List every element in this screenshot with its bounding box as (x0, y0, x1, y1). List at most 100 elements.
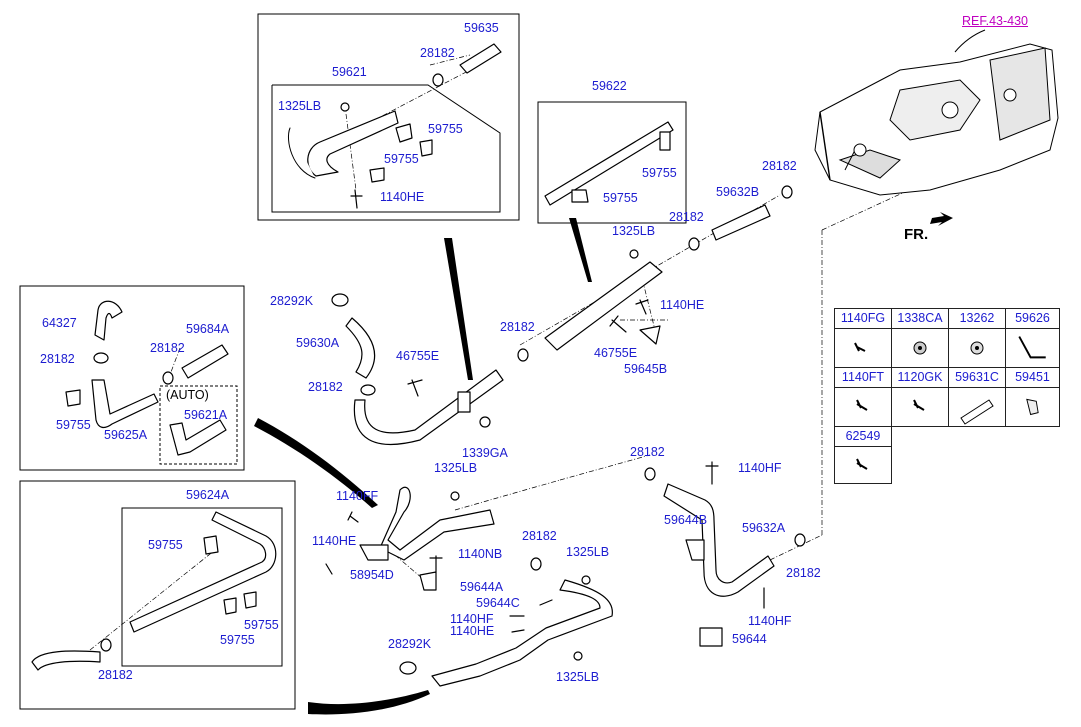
parts-cell[interactable]: 59631C (948, 367, 1006, 427)
label-1325lb[interactable]: 1325LB (278, 99, 322, 113)
clamp-28182-j (794, 533, 806, 547)
clip-59755-i (243, 591, 257, 609)
parts-cell-label: 62549 (835, 427, 891, 447)
clamp-28182-a (432, 73, 444, 87)
hose-segment-icon (960, 399, 994, 425)
label-1140hf[interactable]: 1140HF (738, 461, 782, 475)
clamp-28182-k (100, 638, 112, 652)
pipe-lower-main (431, 579, 613, 687)
clamp-28182-c (688, 237, 700, 251)
label-1140he[interactable]: 1140HE (380, 190, 425, 204)
clip-59755-g (203, 535, 219, 555)
parts-cell[interactable]: 1140FT (834, 367, 892, 427)
bolt-1140he-b (635, 299, 649, 315)
bolt-1140ff (347, 511, 359, 523)
label-1140he[interactable]: 1140HE (450, 624, 495, 638)
parts-cell[interactable]: 59626 (1005, 308, 1060, 368)
clip-59755-h (223, 597, 237, 615)
label-28182[interactable]: 28182 (420, 46, 455, 60)
hose-lower-left (31, 650, 101, 671)
label-28292k[interactable]: 28292K (270, 294, 314, 308)
box-59635-group (257, 13, 520, 221)
label-1325lb[interactable]: 1325LB (612, 224, 656, 238)
label-59755[interactable]: 59755 (384, 152, 419, 166)
label-59645b[interactable]: 59645B (624, 362, 668, 376)
parts-table: 1140FG 1338CA 13262 59626 1140FT 1120GK … (834, 308, 1060, 484)
label-28182[interactable]: 28182 (522, 529, 557, 543)
box-auto-group (159, 385, 238, 465)
label-59621a[interactable]: 59621A (184, 408, 228, 422)
label-1140he[interactable]: 1140HE (660, 298, 705, 312)
nut-1325lb-b (629, 249, 639, 259)
parts-cell[interactable]: 59451 (1005, 367, 1060, 427)
parts-cell-label: 1140FT (835, 368, 891, 388)
label-59632b[interactable]: 59632B (716, 185, 760, 199)
label-59644c[interactable]: 59644C (476, 596, 520, 610)
label-59755[interactable]: 59755 (603, 191, 638, 205)
label-28182[interactable]: 28182 (669, 210, 704, 224)
callout-wedge-a (444, 238, 473, 380)
parts-cell[interactable]: 62549 (834, 426, 892, 484)
label-1325lb[interactable]: 1325LB (566, 545, 610, 559)
label-59630a[interactable]: 59630A (296, 336, 340, 350)
label-28182[interactable]: 28182 (150, 341, 185, 355)
bracket-58954d (359, 544, 389, 561)
parts-cell[interactable]: 1338CA (891, 308, 949, 368)
pipe-59625a (91, 379, 159, 429)
label-1140ff[interactable]: 1140FF (336, 489, 379, 503)
label-46755e[interactable]: 46755E (594, 346, 638, 360)
clip-59755-e (571, 189, 589, 203)
label-1140hf[interactable]: 1140HF (450, 612, 494, 626)
bolt-1140he-a (350, 189, 363, 209)
clamp-28182-e (360, 384, 376, 396)
label-28182[interactable]: 28182 (98, 668, 133, 682)
label-59644[interactable]: 59644 (732, 632, 767, 646)
clamp-28292k-a (331, 293, 349, 307)
label-1140he[interactable]: 1140HE (312, 534, 357, 548)
label-59624a[interactable]: 59624A (186, 488, 230, 502)
label-59621[interactable]: 59621 (332, 65, 367, 79)
label-59755[interactable]: 59755 (244, 618, 279, 632)
hose-64327 (94, 300, 123, 341)
label-28182[interactable]: 28182 (40, 352, 75, 366)
label-1140hf[interactable]: 1140HF (748, 614, 792, 628)
label-59625a[interactable]: 59625A (104, 428, 148, 442)
nut-1325lb-e (573, 651, 583, 661)
label-59644a[interactable]: 59644A (460, 580, 504, 594)
label-59684a[interactable]: 59684A (186, 322, 230, 336)
parts-cell-label: 13262 (949, 309, 1005, 329)
label-59755[interactable]: 59755 (428, 122, 463, 136)
label-28292k[interactable]: 28292K (388, 637, 432, 651)
label-59622[interactable]: 59622 (592, 79, 627, 93)
parts-cell[interactable]: 1140FG (834, 308, 892, 368)
label-28182[interactable]: 28182 (308, 380, 343, 394)
label-59644b[interactable]: 59644B (664, 513, 708, 527)
label-1339ga[interactable]: 1339GA (462, 446, 508, 460)
label-28182[interactable]: 28182 (500, 320, 535, 334)
parts-cell-label: 1120GK (892, 368, 948, 388)
label-59755[interactable]: 59755 (642, 166, 677, 180)
clamp-28182-h (530, 557, 542, 571)
bolt-1140he-c (325, 563, 333, 575)
parts-cell[interactable]: 1120GK (891, 367, 949, 427)
label-1325lb[interactable]: 1325LB (556, 670, 600, 684)
label-28182[interactable]: 28182 (786, 566, 821, 580)
label-1325lb[interactable]: 1325LB (434, 461, 478, 475)
label-59632a[interactable]: 59632A (742, 521, 786, 535)
label-64327[interactable]: 64327 (42, 316, 77, 330)
pipe-59621 (307, 110, 399, 177)
label-59755[interactable]: 59755 (220, 633, 255, 647)
label-46755e[interactable]: 46755E (396, 349, 440, 363)
bracket-59644b (685, 539, 705, 561)
ref-label[interactable]: REF.43-430 (962, 14, 1029, 28)
label-1140nb[interactable]: 1140NB (458, 547, 503, 561)
parts-cell[interactable]: 13262 (948, 308, 1006, 368)
label-58954d[interactable]: 58954D (350, 568, 394, 582)
label-59755[interactable]: 59755 (56, 418, 91, 432)
label-28182[interactable]: 28182 (762, 159, 797, 173)
label-59635[interactable]: 59635 (464, 21, 499, 35)
label-28182[interactable]: 28182 (630, 445, 665, 459)
label-59755[interactable]: 59755 (148, 538, 183, 552)
clip-59755-d (659, 131, 671, 151)
